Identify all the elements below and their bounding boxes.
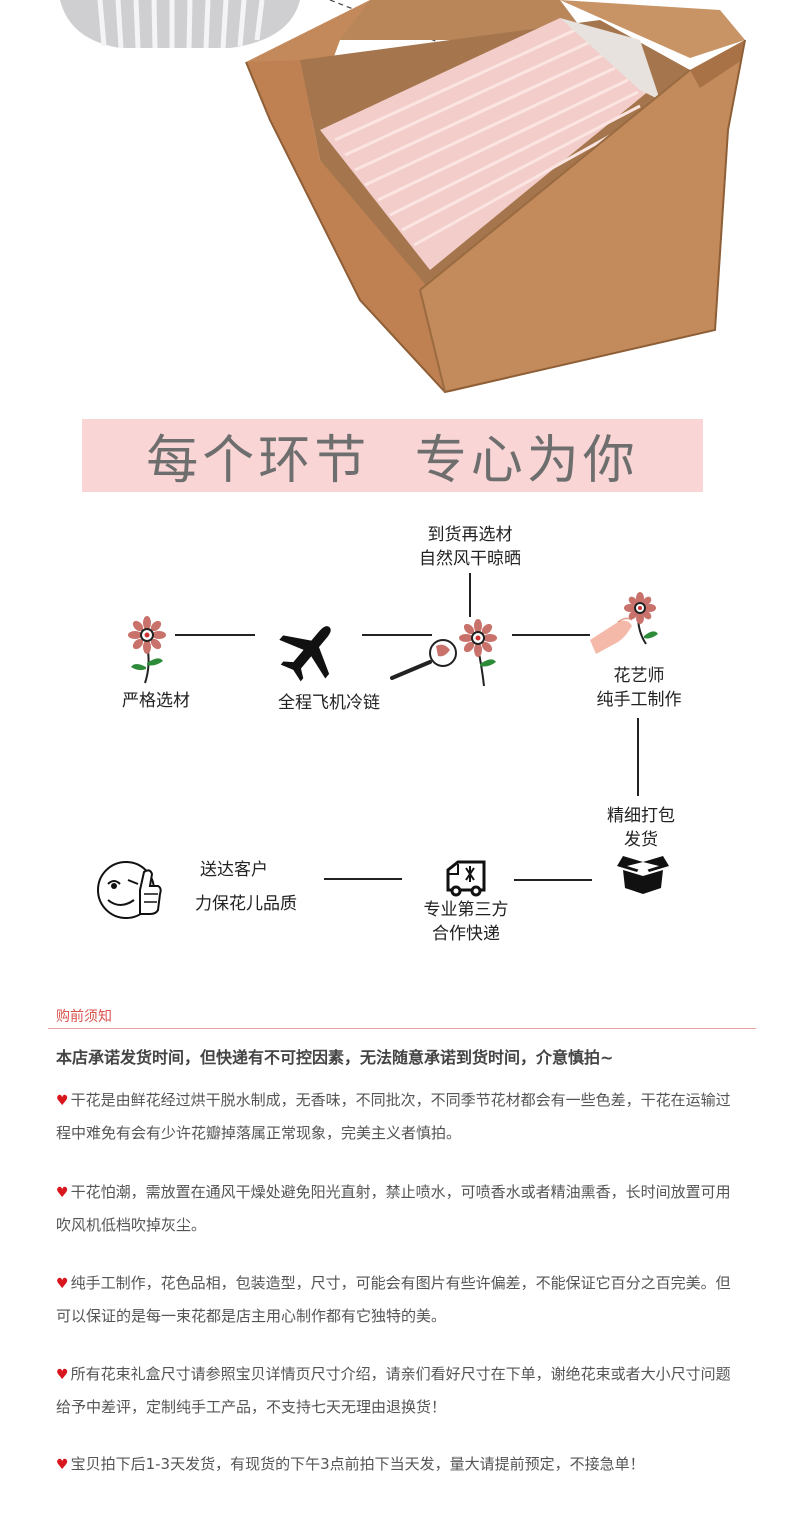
notice-item-text: 所有花束礼盒尺寸请参照宝贝详情页尺寸介绍，请亲们看好尺寸在下单，谢绝花束或者大小… bbox=[56, 1365, 731, 1416]
step-flight-label: 全程飞机冷链 bbox=[278, 693, 380, 713]
notice-item: ♥所有花束礼盒尺寸请参照宝贝详情页尺寸介绍，请亲们看好尺寸在下单，谢绝花束或者大… bbox=[56, 1358, 736, 1423]
banner-title: 每个环节 专心为你 bbox=[146, 431, 639, 491]
notice-lead: 本店承诺发货时间，但快递有不可控因素，无法随意承诺到货时间，介意慎拍~ bbox=[56, 1048, 614, 1067]
notice-item: ♥干花是由鲜花经过烘干脱水制成，无香味，不同批次，不同季节花材都会有一些色差，干… bbox=[56, 1084, 736, 1149]
step-express-line2: 合作快递 bbox=[432, 924, 500, 944]
flower-icon bbox=[125, 615, 169, 689]
step-express-label: 专业第三方 合作快递 bbox=[411, 898, 521, 946]
smiley-thumbs-up-icon bbox=[94, 856, 164, 926]
box-illustration bbox=[60, 0, 746, 394]
notice-title: 购前须知 bbox=[56, 1009, 112, 1025]
step-deliver-line1: 送达客户 bbox=[200, 860, 268, 880]
connector-line bbox=[175, 634, 255, 636]
notice-item: ♥宝贝拍下后1-3天发货，有现货的下午3点前拍下当天发，量大请提前预定，不接急单… bbox=[56, 1448, 736, 1481]
connector-line-vertical bbox=[637, 718, 639, 796]
heart-icon: ♥ bbox=[56, 1457, 69, 1473]
step-pack-line1: 精细打包 bbox=[607, 806, 675, 826]
step-florist-label: 花艺师 纯手工制作 bbox=[584, 664, 694, 712]
step-florist-line2: 纯手工制作 bbox=[596, 690, 682, 710]
heart-icon: ♥ bbox=[56, 1367, 69, 1383]
connector-line-vertical bbox=[469, 573, 471, 617]
step-select-label: 严格选材 bbox=[122, 691, 190, 711]
delivery-truck-icon bbox=[444, 860, 488, 902]
notice-item-text: 宝贝拍下后1-3天发货，有现货的下午3点前拍下当天发，量大请提前预定，不接急单！ bbox=[70, 1455, 645, 1473]
step-express-line1: 专业第三方 bbox=[423, 900, 509, 920]
notice-item-text: 纯手工制作，花色品相，包装造型，尺寸，可能会有图片有些许偏差，不能保证它百分之百… bbox=[56, 1274, 731, 1325]
hero-box-photo bbox=[0, 0, 790, 400]
step-dry-label: 到货再选材 自然风干晾晒 bbox=[410, 523, 530, 571]
bubble-wrap-roll bbox=[60, 0, 300, 49]
section-banner: 每个环节 专心为你 bbox=[82, 419, 703, 492]
step-dry-line2: 自然风干晾晒 bbox=[419, 549, 521, 569]
step-pack-line2: 发货 bbox=[624, 830, 658, 850]
heart-icon: ♥ bbox=[56, 1276, 69, 1292]
flower-icon bbox=[456, 618, 500, 692]
heart-icon: ♥ bbox=[56, 1093, 69, 1109]
heart-icon: ♥ bbox=[56, 1185, 69, 1201]
step-dry-line1: 到货再选材 bbox=[427, 525, 513, 545]
hand-flower-icon bbox=[588, 592, 664, 666]
notice-item: ♥纯手工制作，花色品相，包装造型，尺寸，可能会有图片有些许偏差，不能保证它百分之… bbox=[56, 1267, 736, 1332]
open-box-icon bbox=[617, 852, 669, 898]
notice-item-text: 干花怕潮，需放置在通风干燥处避免阳光直射，禁止喷水，可喷香水或者精油熏香，长时间… bbox=[56, 1183, 731, 1234]
airplane-icon bbox=[278, 618, 342, 686]
notice-item: ♥干花怕潮，需放置在通风干燥处避免阳光直射，禁止喷水，可喷香水或者精油熏香，长时… bbox=[56, 1176, 736, 1241]
connector-line bbox=[514, 879, 592, 881]
connector-line bbox=[362, 634, 432, 636]
step-deliver-line2: 力保花儿品质 bbox=[195, 894, 297, 914]
connector-line bbox=[324, 878, 402, 880]
connector-line bbox=[512, 634, 590, 636]
notice-divider bbox=[48, 1028, 756, 1029]
magnifier-icon bbox=[388, 638, 460, 686]
notice-item-text: 干花是由鲜花经过烘干脱水制成，无香味，不同批次，不同季节花材都会有一些色差，干花… bbox=[56, 1091, 731, 1142]
step-pack-label: 精细打包 发货 bbox=[593, 804, 689, 852]
step-florist-line1: 花艺师 bbox=[613, 666, 665, 686]
